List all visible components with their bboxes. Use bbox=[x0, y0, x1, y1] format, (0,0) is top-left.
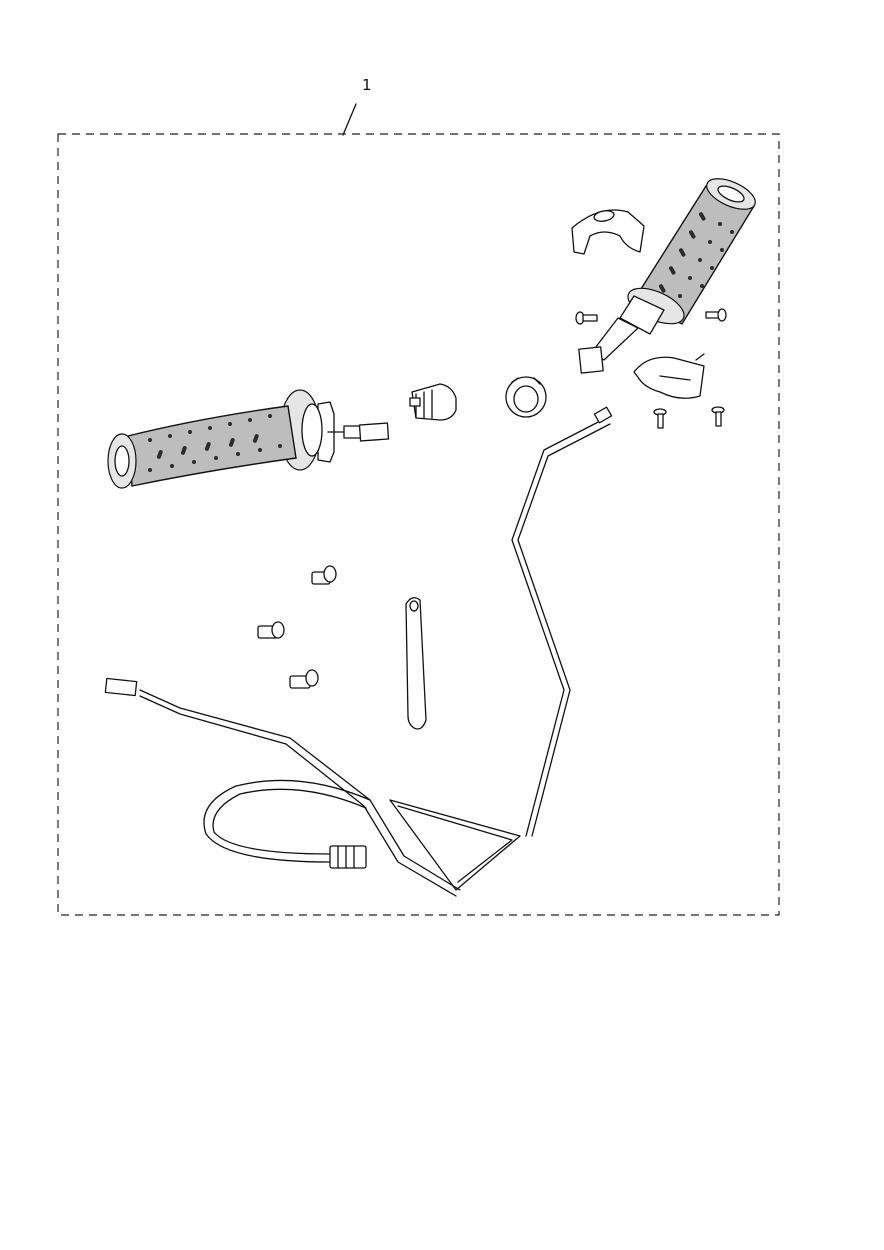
left-grip-end-bore bbox=[114, 445, 130, 477]
grommet-inner bbox=[513, 385, 539, 413]
screw-lower-left bbox=[653, 408, 667, 429]
left-grip-flange-inner bbox=[301, 403, 323, 457]
cable-tie bbox=[405, 597, 427, 730]
plug-body bbox=[411, 383, 457, 421]
left-grip-connector-body bbox=[358, 422, 390, 442]
bolt-3 bbox=[289, 669, 319, 689]
right-heated-grip bbox=[578, 178, 756, 374]
right-grip-end-bore bbox=[717, 185, 745, 203]
right-grip-texture bbox=[659, 212, 734, 298]
mounting-bolt bbox=[257, 565, 337, 689]
harness-loop bbox=[203, 779, 371, 863]
harness-loop-edge bbox=[212, 788, 367, 855]
harness-left-branch-edge bbox=[139, 695, 457, 897]
wiring-harness bbox=[104, 406, 613, 897]
left-grip-body bbox=[127, 405, 297, 487]
harness-right-branch-edge bbox=[517, 423, 611, 837]
grommet-tabs bbox=[511, 377, 541, 385]
left-heated-grip bbox=[107, 389, 390, 489]
kit-callout: 1 bbox=[342, 76, 372, 136]
left-grip-collar bbox=[317, 401, 335, 463]
right-grip-connector bbox=[578, 346, 604, 374]
bolt-1 bbox=[311, 565, 337, 585]
harness-main-connector-ribs bbox=[337, 845, 355, 869]
left-grip-texture bbox=[148, 414, 282, 472]
harness-junction-inner bbox=[397, 805, 513, 883]
harness-left-branch bbox=[139, 689, 461, 891]
plug-tab bbox=[409, 397, 421, 407]
kit-boundary bbox=[57, 133, 780, 916]
cable-tie-strap bbox=[405, 597, 427, 730]
cable-tie-head bbox=[409, 600, 419, 612]
bolt-2 bbox=[257, 621, 285, 639]
switch-housing-upper bbox=[571, 209, 645, 255]
switch-housing-lower bbox=[633, 353, 705, 399]
screw-upper-left bbox=[575, 311, 598, 325]
screw-upper-right bbox=[705, 308, 727, 322]
upper-housing-button bbox=[593, 210, 615, 222]
callout-label: 1 bbox=[362, 76, 372, 94]
screw-lower-right bbox=[711, 406, 725, 427]
right-grip-sleeve bbox=[619, 295, 665, 335]
harness-right-branch bbox=[511, 417, 607, 837]
callout-leader-line bbox=[342, 103, 357, 136]
screw bbox=[575, 308, 727, 429]
grip-connector-plug bbox=[409, 383, 457, 421]
right-grip-tube bbox=[591, 317, 639, 361]
harness-right-connector bbox=[593, 406, 613, 424]
lower-housing-details bbox=[659, 353, 705, 381]
harness-left-connector bbox=[104, 677, 138, 697]
harness-junction bbox=[389, 799, 521, 891]
harness-main-connector bbox=[329, 845, 367, 869]
blanking-grommet bbox=[505, 376, 547, 418]
